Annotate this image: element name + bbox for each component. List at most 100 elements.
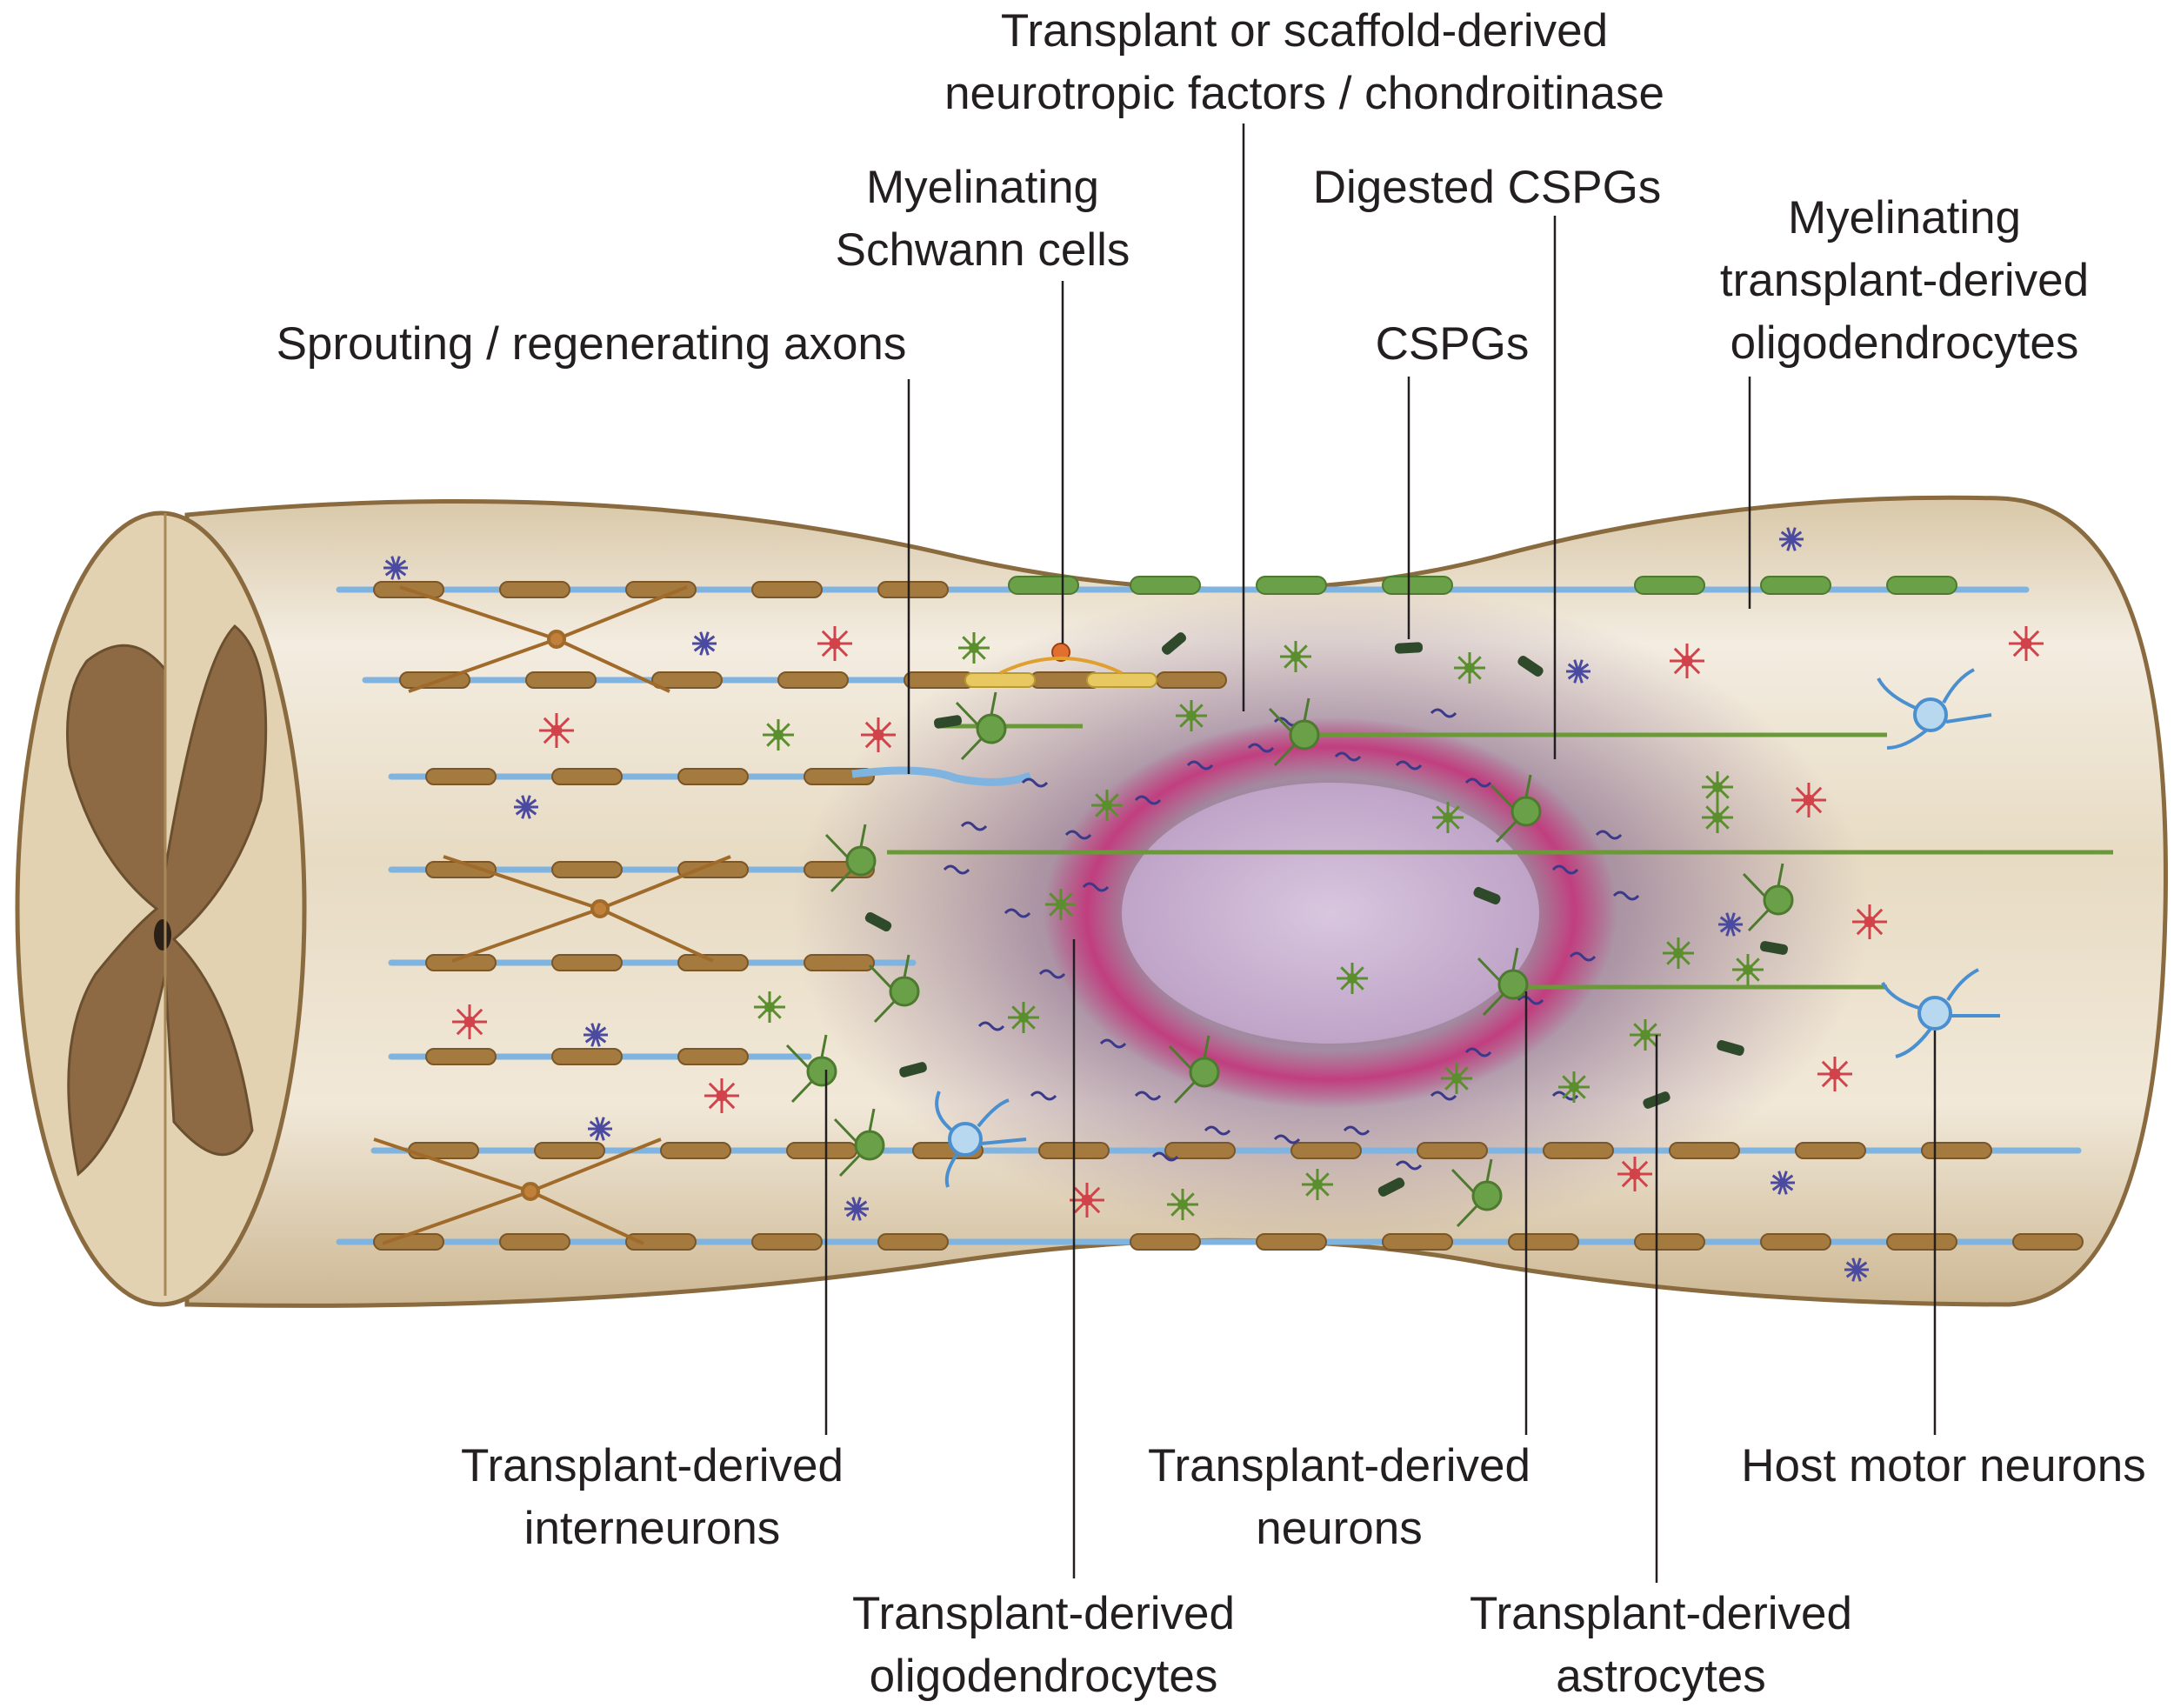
microglia-8 [1718, 912, 1743, 937]
label-host-motor-neurons: Host motor neurons [1722, 1435, 2165, 1498]
label-neurotropic-factors: Transplant or scaffold-derived neurotrop… [870, 0, 1739, 125]
myelin-segment [1634, 1233, 1705, 1251]
myelin-segment [1886, 1233, 1957, 1251]
myelin-segment [425, 768, 497, 785]
cspg-15 [1569, 951, 1597, 962]
myelinating-oligo-line-3: oligodendrocytes [1730, 317, 2079, 369]
myelin-segment [625, 581, 697, 598]
microglia-2 [514, 795, 538, 819]
myelin-segment [1921, 1142, 1992, 1159]
transplant-astrocyte-2 [1176, 700, 1207, 731]
myelin-segment [804, 954, 875, 971]
digested-cspg-8 [1717, 1040, 1744, 1056]
cspgs-line-1: CSPGs [1375, 318, 1530, 370]
host-astrocyte-5 [1070, 1183, 1104, 1218]
myelin-segment [551, 861, 623, 878]
myelin-segment [551, 768, 623, 785]
digested-cspg-9 [1377, 1178, 1405, 1197]
myelin-segment [660, 1142, 731, 1159]
microglia-3 [584, 1023, 608, 1047]
cspg-4 [1038, 969, 1066, 979]
host-astrocyte-3 [452, 1004, 487, 1039]
label-transplant-interneurons: Transplant-derived interneurons [435, 1435, 870, 1560]
astrocytes-line-1: Transplant-derived [1470, 1588, 1852, 1639]
host-astrocyte-11 [1617, 1157, 1652, 1191]
neurons-line-2: neurons [1256, 1503, 1423, 1554]
host-astrocyte-9 [1852, 904, 1887, 939]
host-interneuron-0 [399, 585, 688, 693]
myelin-segment [1508, 1233, 1579, 1251]
myelin-segment [1760, 1233, 1831, 1251]
cspg-20 [1395, 760, 1423, 771]
myelin-segment [651, 671, 723, 689]
transplant-astrocyte-1 [763, 719, 794, 751]
label-sprouting-axons: Sprouting / regenerating axons [200, 313, 983, 376]
label-myelinating-schwann-cells: Myelinating Schwann cells [748, 157, 1217, 282]
digested-cspg-0 [1161, 632, 1187, 655]
transplant-neuron-2 [824, 824, 877, 893]
transplant-neuron-1 [1268, 697, 1320, 767]
transplant-neuron-7 [1742, 863, 1794, 932]
transplant-astrocyte-8 [1008, 1002, 1039, 1033]
cspg-12 [1430, 1091, 1457, 1101]
myelin-segment [525, 671, 597, 689]
host-motor-neuron-1 [1877, 668, 1992, 750]
transplant-astrocyte-7 [754, 991, 785, 1023]
motor-line-1: Host motor neurons [1741, 1440, 2146, 1491]
cspg-8 [1030, 1091, 1057, 1101]
myelin-segment [1543, 1142, 1614, 1159]
digested-cspg-5 [899, 1062, 927, 1078]
digested-cspg-3 [933, 715, 963, 729]
transplant-astrocyte-12 [1558, 1071, 1590, 1103]
label-transplant-neurons: Transplant-derived neurons [1122, 1435, 1557, 1560]
oligo-myelin [1008, 576, 1957, 595]
cspg-21 [1334, 751, 1362, 762]
myelin-segment [1256, 1233, 1327, 1251]
cspg-0 [1021, 777, 1049, 788]
transplant-astrocyte-0 [958, 632, 990, 664]
schwann-line-2: Schwann cells [835, 224, 1130, 276]
myelinating-oligo-line-1: Myelinating [1787, 192, 2022, 244]
myelin-segment [751, 1233, 823, 1251]
myelin-segment [904, 671, 975, 689]
interneurons-line-1: Transplant-derived [461, 1440, 844, 1491]
transplant-astrocyte-18 [1432, 802, 1464, 833]
cspg-3 [1004, 908, 1031, 918]
microglia-9 [1771, 1171, 1795, 1195]
transplant-astrocyte-9 [1302, 1169, 1333, 1200]
cspg-26 [1430, 708, 1457, 718]
myelin-segment [1795, 1142, 1866, 1159]
digested-cspg-1 [1394, 642, 1424, 654]
cspg-11 [1343, 1125, 1370, 1136]
transplant-astrocyte-4 [1454, 652, 1485, 684]
myelin-segment [534, 1142, 605, 1159]
transplant-astrocyte-19 [1702, 802, 1733, 833]
transplant-astrocyte-17 [1337, 963, 1368, 994]
transplant-astrocyte-14 [1663, 937, 1694, 969]
transplant-astrocyte-5 [1091, 790, 1123, 821]
cspg-squiggles [943, 708, 1640, 1171]
myelin-segment [2012, 1233, 2084, 1251]
microglia-0 [383, 556, 408, 580]
myelin-segment [751, 581, 823, 598]
myelin-segment [499, 1233, 570, 1251]
myelin-segment [625, 1233, 697, 1251]
transplant-neuron-0 [955, 691, 1007, 761]
label-myelinating-oligodendrocytes: Myelinating transplant-derived oligodend… [1635, 187, 2174, 375]
host-interneuron-2 [373, 1138, 662, 1245]
cspg-13 [1464, 1047, 1492, 1057]
cspg-23 [1186, 760, 1214, 771]
host-astrocyte-1 [539, 713, 574, 748]
myelin-segment [1164, 1142, 1236, 1159]
neurotropic-line-1: Transplant or scaffold-derived [1000, 5, 1609, 57]
transplant-astrocyte-15 [1732, 954, 1764, 985]
myelin-segment [1382, 1233, 1453, 1251]
host-astrocyte-4 [704, 1078, 739, 1113]
transplant-astrocyte-6 [1045, 889, 1077, 920]
myelin-segment [1417, 1142, 1488, 1159]
myelin-segment [677, 954, 749, 971]
myelin-segment [1156, 671, 1227, 689]
leader-lines [824, 123, 1937, 1583]
host-astrocyte-6 [1670, 644, 1704, 678]
